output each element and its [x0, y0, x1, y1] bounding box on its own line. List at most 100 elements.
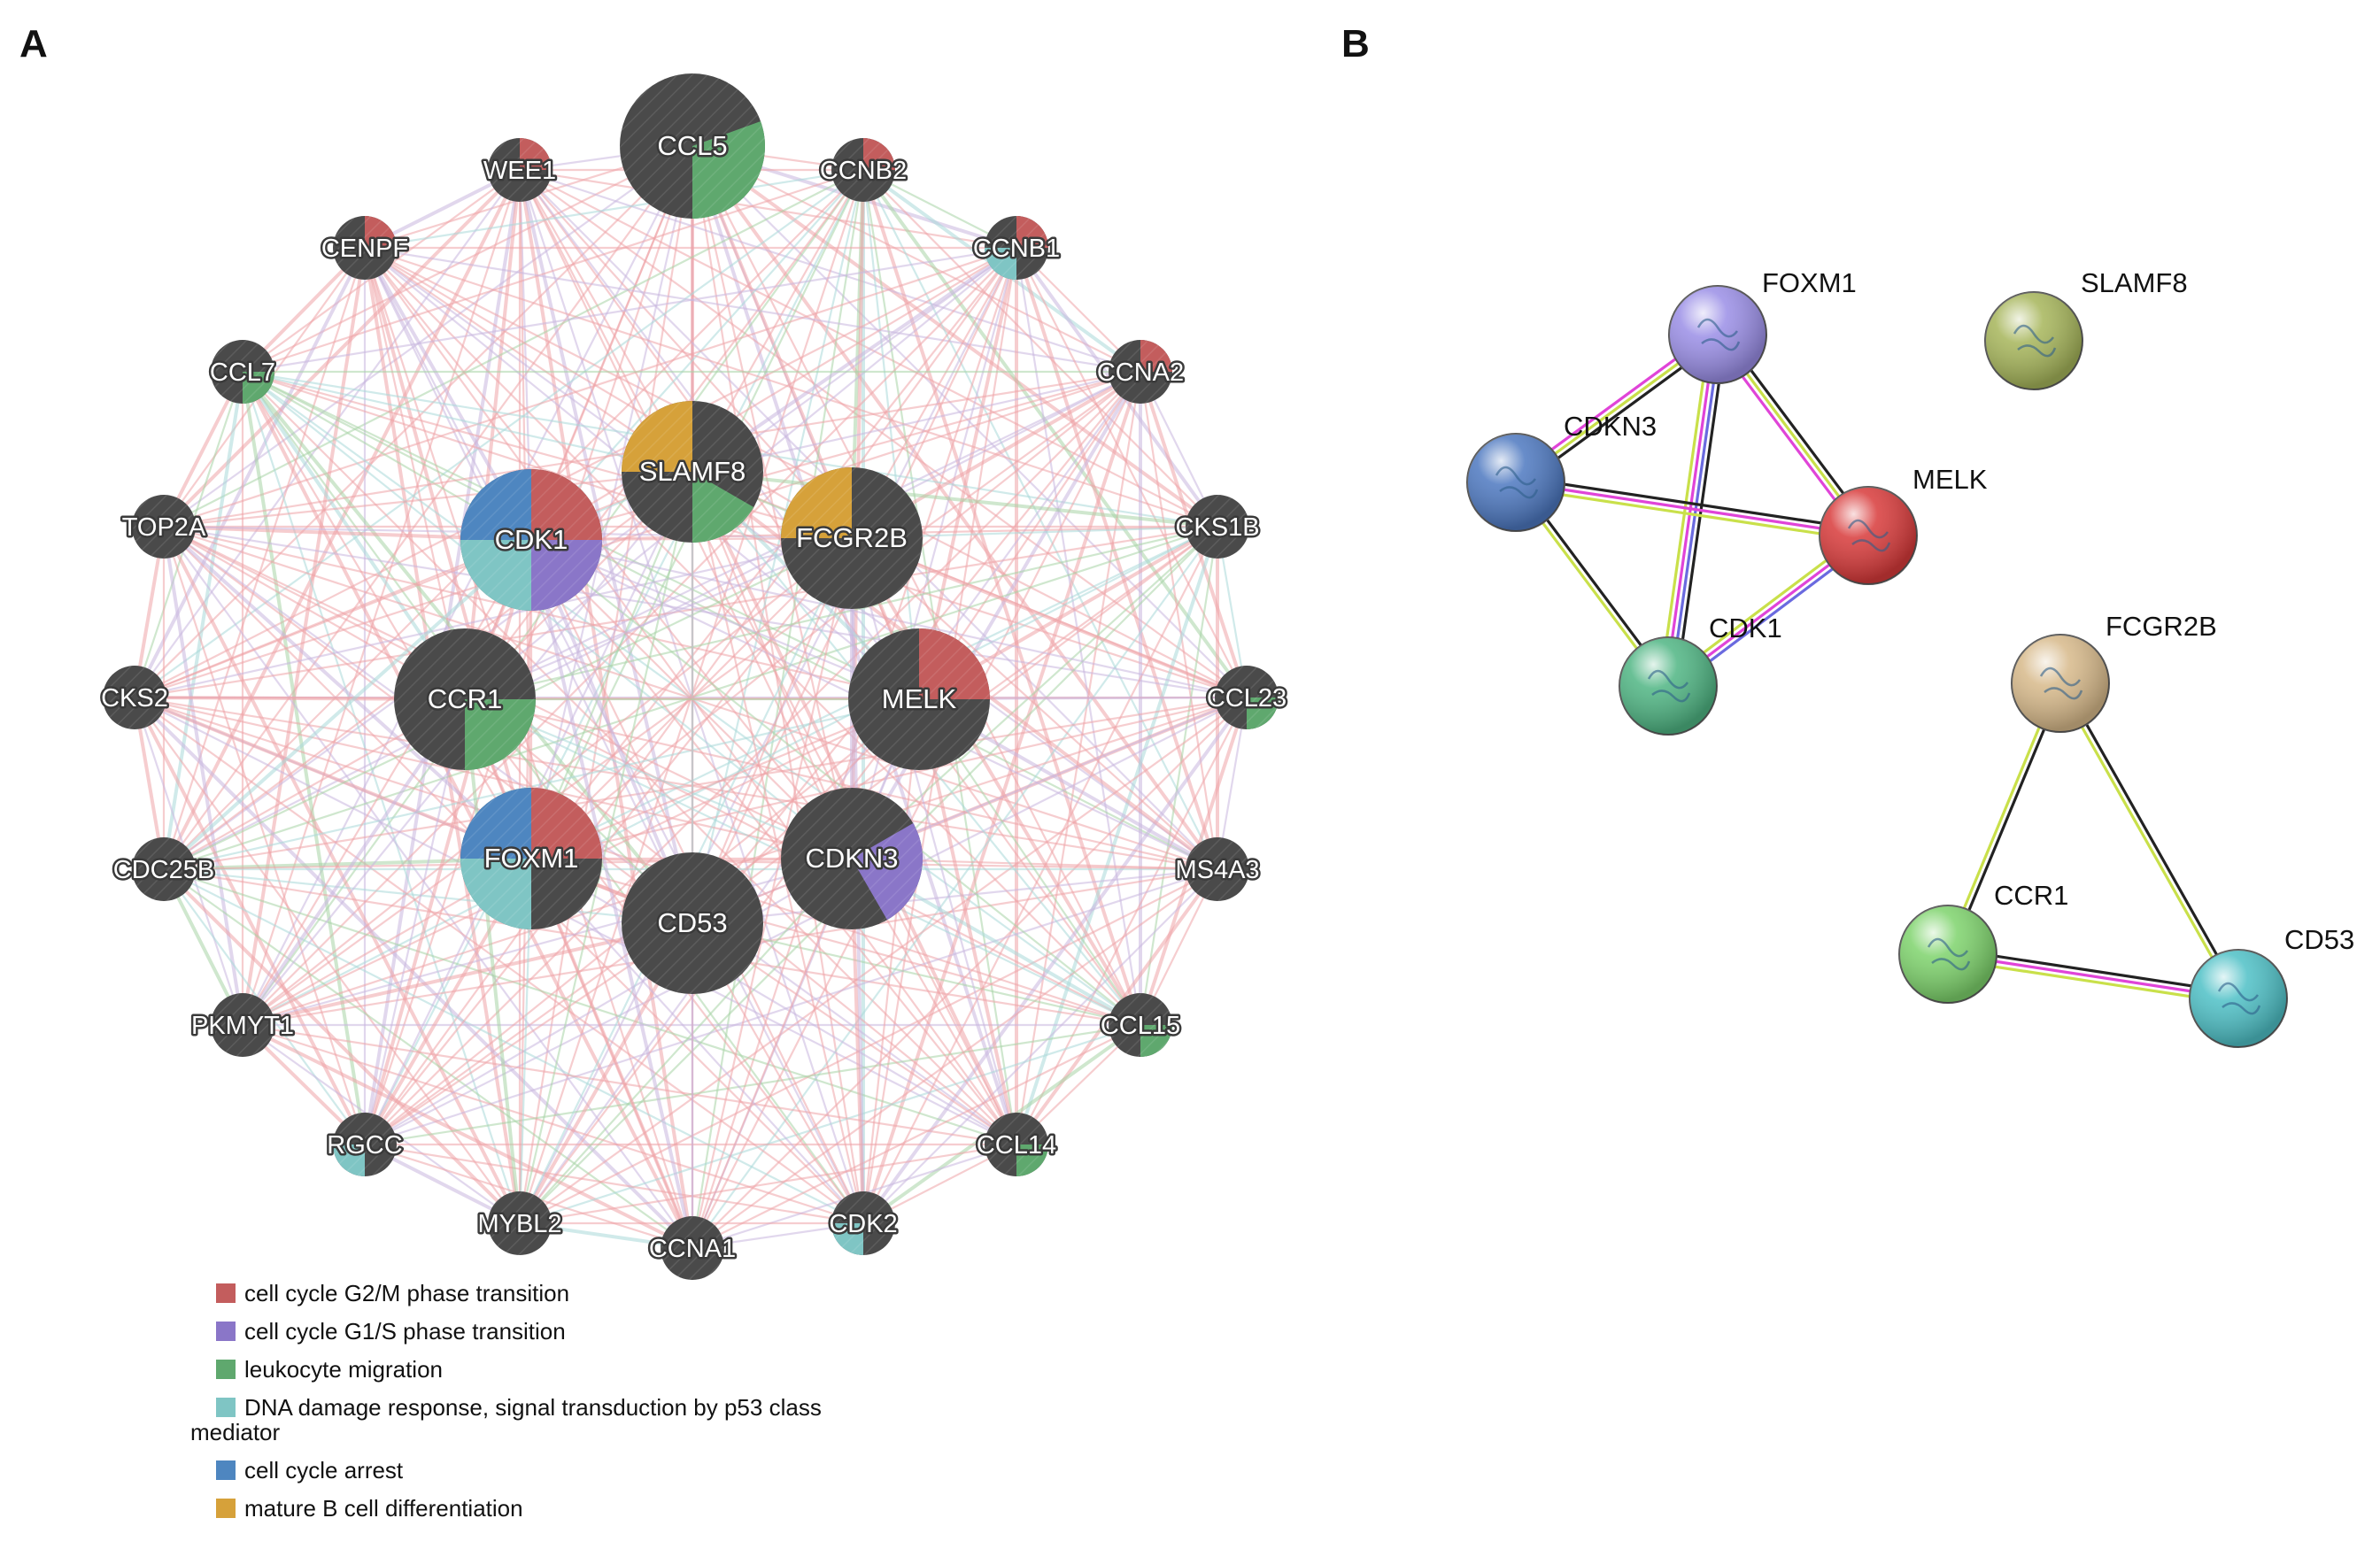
string-node-slamf8[interactable]: SLAMF8: [1984, 267, 2188, 390]
gm-node-ccr1[interactable]: CCR1: [394, 628, 536, 770]
protein-structure-icon: [1847, 519, 1891, 552]
gm-edge: [363, 698, 467, 1145]
gm-edge: [364, 858, 853, 1145]
gm-node-ccl15[interactable]: CCL15: [1098, 993, 1183, 1057]
string-node-label: FCGR2B: [2106, 611, 2217, 642]
gm-node-label: WEE1: [483, 157, 556, 185]
gm-node-ccna2[interactable]: CCNA2: [1094, 340, 1186, 404]
gm-node-cdc25b[interactable]: CDC25B: [111, 837, 217, 901]
gm-edge: [519, 868, 1218, 1224]
gm-node-ms4a3[interactable]: MS4A3: [1173, 837, 1262, 901]
gm-edge: [364, 247, 853, 539]
gm-node-ccl7[interactable]: CCL7: [207, 340, 278, 404]
legend-swatch: [216, 1398, 236, 1417]
gm-edge: [162, 867, 522, 1225]
panel-label-a: A: [19, 22, 48, 66]
gm-edge: [134, 697, 1017, 1145]
gm-node-ccnb1[interactable]: CCNB1: [970, 216, 1062, 280]
protein-structure-icon: [1927, 937, 1971, 971]
gm-edge: [364, 246, 1141, 374]
string-node-highlight: [1669, 286, 1766, 383]
string-node-highlight: [1820, 487, 1917, 584]
gm-node-cd53[interactable]: CD53: [622, 852, 763, 994]
gm-edge: [862, 696, 1248, 1225]
gm-node-cdk2[interactable]: CDK2: [827, 1191, 900, 1255]
gm-node-hatch: [333, 216, 397, 280]
string-node-label: CCR1: [1994, 880, 2068, 911]
gm-node-hatch: [460, 788, 602, 929]
string-node-cd53[interactable]: CD53: [2189, 924, 2354, 1048]
string-node-highlight: [1899, 906, 1997, 1003]
gm-edge: [242, 526, 1218, 1026]
legend-label: cell cycle arrest: [244, 1457, 404, 1483]
gm-node-fcgr2b[interactable]: FCGR2B: [781, 467, 923, 609]
string-node-label: MELK: [1912, 464, 1988, 495]
gm-edge: [133, 247, 367, 698]
gm-node-ccl23[interactable]: CCL23: [1204, 666, 1289, 729]
gm-edge: [530, 370, 1141, 542]
gm-node-wee1[interactable]: WEE1: [481, 138, 559, 202]
gm-node-hatch: [1186, 495, 1249, 559]
gm-edge: [163, 470, 693, 528]
gm-edge: [518, 145, 694, 1224]
gm-edge: [851, 537, 1218, 870]
gm-node-top2a[interactable]: TOP2A: [120, 495, 208, 559]
gm-node-hatch: [831, 138, 895, 202]
legend-label: DNA damage response, signal transduction…: [244, 1394, 822, 1421]
gm-node-ccl5[interactable]: CCL5: [620, 73, 765, 219]
gm-node-ccl14[interactable]: CCL14: [974, 1113, 1059, 1176]
gm-edge: [163, 525, 920, 701]
gm-edge: [242, 921, 693, 1027]
gm-node-pkmyt1[interactable]: PKMYT1: [189, 993, 297, 1057]
gm-edge: [519, 247, 1017, 1224]
string-node-cdk1[interactable]: CDK1: [1619, 613, 1782, 736]
string-node-foxm1[interactable]: FOXM1: [1668, 267, 1857, 384]
string-edge-line: [1515, 481, 1869, 537]
legend-item-p53: DNA damage response, signal transduction…: [190, 1394, 822, 1445]
gm-node-hatch: [661, 1216, 724, 1280]
gm-edge: [691, 169, 865, 1249]
string-edge-line: [2056, 683, 2237, 1001]
gm-edge: [162, 525, 533, 860]
gm-node-cdk1[interactable]: CDK1: [460, 469, 602, 611]
gm-node-hatch: [622, 852, 763, 994]
gm-node-rgcc[interactable]: RGCC: [325, 1113, 405, 1176]
legend-item-g1s: cell cycle G1/S phase transition: [216, 1318, 566, 1345]
gm-node-cks1b[interactable]: CKS1B: [1173, 495, 1262, 559]
gm-edge: [364, 1023, 1141, 1146]
gm-node-melk[interactable]: MELK: [848, 628, 990, 770]
gm-node-cks2[interactable]: CKS2: [99, 666, 170, 729]
gm-node-hatch: [622, 401, 763, 543]
gm-edge: [851, 526, 1218, 859]
string-node-cdkn3[interactable]: CDKN3: [1466, 411, 1657, 532]
gm-node-cenpf[interactable]: CENPF: [319, 216, 411, 280]
gm-edge: [519, 168, 1017, 250]
string-node-melk[interactable]: MELK: [1819, 464, 1988, 585]
gm-node-label: CCL15: [1101, 1012, 1180, 1040]
gm-edge: [1016, 697, 1248, 1145]
gm-edge: [518, 169, 694, 1249]
gm-edge: [242, 370, 1248, 699]
gm-node-foxm1[interactable]: FOXM1: [460, 788, 602, 929]
string-node-fcgr2b[interactable]: FCGR2B: [2011, 611, 2217, 733]
gm-node-mybl2[interactable]: MYBL2: [475, 1191, 564, 1255]
gm-node-label: CCNB1: [973, 235, 1060, 263]
gm-node-cdkn3[interactable]: CDKN3: [781, 788, 923, 929]
gm-edge: [241, 371, 367, 1145]
gm-node-ccnb2[interactable]: CCNB2: [817, 138, 909, 202]
gm-edge: [691, 537, 854, 1249]
string-node-ccr1[interactable]: CCR1: [1898, 880, 2068, 1004]
gm-node-label: TOP2A: [122, 513, 206, 542]
gm-node-hatch: [333, 1113, 397, 1176]
string-edge-fcgr2b-cd53: [2056, 681, 2243, 1001]
gm-edge: [692, 470, 1218, 528]
gm-node-label: CDKN3: [805, 843, 898, 874]
gm-node-ccna1[interactable]: CCNA1: [646, 1216, 738, 1280]
gm-node-slamf8[interactable]: SLAMF8: [622, 401, 763, 543]
gm-edge: [691, 145, 854, 859]
string-node-highlight: [1985, 292, 2082, 389]
gm-node-hatch: [1109, 993, 1172, 1057]
gm-node-label: RGCC: [327, 1131, 402, 1160]
